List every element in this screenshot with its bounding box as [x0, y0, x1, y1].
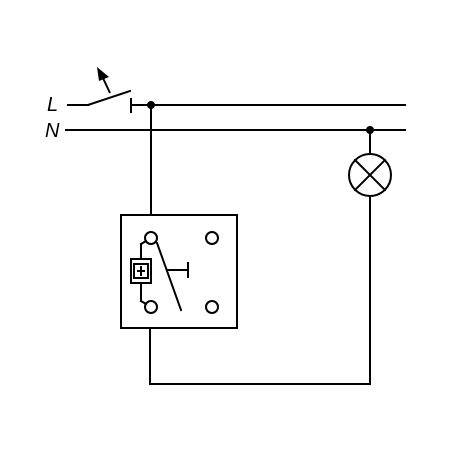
indicator-lead-top-bend — [139, 239, 148, 246]
neutral-label: N — [45, 120, 60, 142]
line-label: L — [47, 94, 58, 116]
switch-box — [120, 214, 238, 329]
arrow-icon — [97, 67, 111, 94]
indicator-lead-bottom-bend — [139, 299, 148, 306]
terminal-top-left — [144, 231, 158, 245]
flush-switch — [120, 214, 238, 329]
terminal-top-right — [205, 231, 219, 245]
terminal-bottom-left — [144, 300, 158, 314]
main-switch — [86, 67, 132, 113]
switch-blade — [155, 241, 183, 312]
lamp-icon — [348, 153, 392, 197]
indicator-icon — [130, 258, 152, 284]
terminal-bottom-right — [205, 300, 219, 314]
main-switch-blade — [86, 89, 132, 107]
